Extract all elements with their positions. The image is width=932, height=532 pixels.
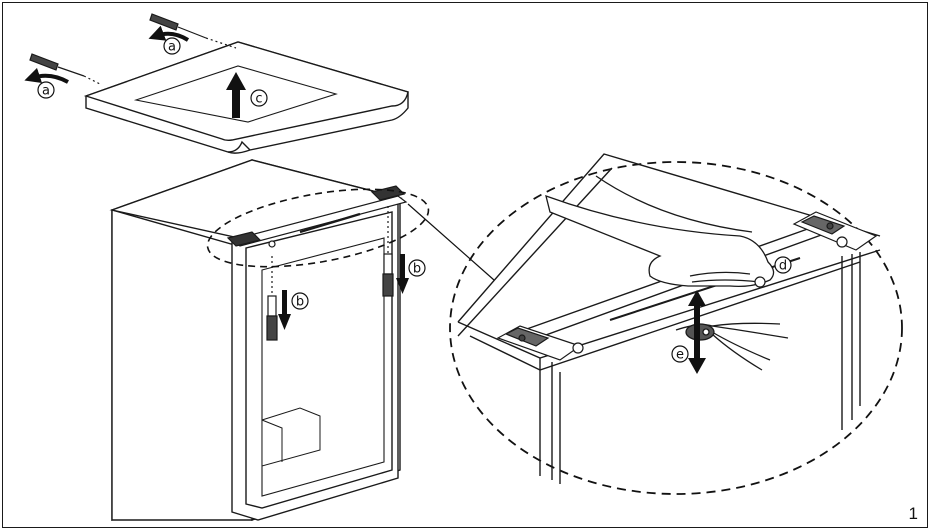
detail-ellipse-small — [206, 188, 430, 268]
rotate-arrow-top — [148, 25, 190, 42]
callout-b-left: b — [291, 292, 309, 310]
screwdriver-top — [149, 13, 237, 49]
screwdriver-b-left — [266, 256, 278, 341]
hand — [545, 175, 775, 288]
callout-e: e — [671, 345, 689, 363]
callout-c: c — [250, 89, 268, 107]
svg-text:b: b — [296, 295, 304, 310]
rotate-arrow-left — [24, 67, 69, 84]
detail-ellipse-large — [449, 161, 903, 495]
cabinet — [109, 159, 403, 521]
push-point — [754, 276, 766, 288]
screwdriver-left — [29, 53, 101, 85]
worktop — [83, 41, 409, 154]
figure-number: 1 — [908, 504, 918, 523]
svg-text:b: b — [413, 262, 421, 277]
screwdriver-b-right — [382, 206, 394, 297]
callout-b-right: b — [408, 259, 426, 277]
top-bracket — [226, 185, 408, 248]
svg-text:d: d — [779, 259, 787, 274]
down-arrow-b-left — [278, 290, 291, 330]
callout-a-left: a — [37, 81, 55, 99]
adjust-arrow — [688, 290, 706, 374]
callout-d: d — [774, 256, 792, 274]
detail-bracket-right — [792, 211, 878, 251]
detail-cabinet — [457, 153, 881, 484]
svg-text:c: c — [255, 92, 262, 107]
lift-arrow — [226, 72, 246, 118]
callout-a-top: a — [163, 37, 181, 55]
svg-text:a: a — [42, 84, 50, 99]
svg-text:a: a — [168, 40, 176, 55]
down-arrow-b-right — [396, 254, 409, 294]
leader-line — [407, 203, 495, 281]
detail-bracket-left — [496, 325, 584, 361]
svg-text:e: e — [676, 348, 684, 363]
